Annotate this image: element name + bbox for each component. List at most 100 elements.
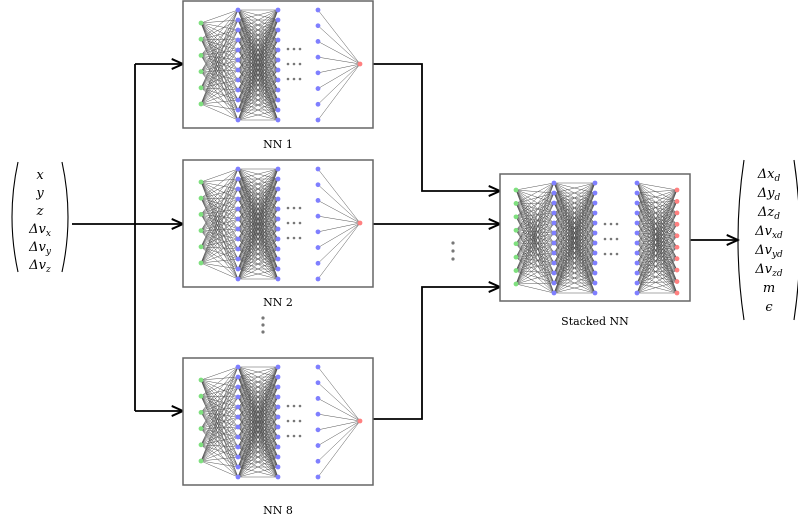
ellipsis-dot [609,237,613,241]
hidden-node [235,236,241,242]
hidden-node [315,213,321,219]
edge [237,109,279,121]
edge [636,212,678,248]
ellipsis-dot [292,221,296,225]
edge [200,426,239,429]
input-node [198,228,204,234]
vector-entry: ϵ [765,300,773,315]
vector-entry: Δvxd [754,224,783,241]
edge [636,242,678,248]
ellipsis-dot [286,419,290,423]
hidden-node [634,250,640,256]
input-node [513,268,519,273]
vector-entry: Δxd [757,167,781,184]
hidden-node [315,380,321,386]
edge [636,201,678,294]
ellipsis-dot [615,252,619,256]
hidden-node [235,196,241,202]
hidden-node [275,97,281,103]
input-node [513,281,519,287]
vertical-ellipsis-nn [261,316,265,334]
edge [200,59,239,105]
edge [553,202,596,294]
edge [515,242,555,271]
hidden-node [634,270,640,276]
edge [515,282,555,285]
edge [200,218,239,247]
edge [200,366,239,462]
hidden-node [592,230,598,236]
edge [200,9,239,40]
hidden-node [592,220,598,226]
nn1-to-stacked-arrow [373,63,500,191]
edge [553,272,596,294]
vector-entry: Δvzd [754,262,782,279]
edge [317,41,361,65]
edge [636,212,678,284]
edge [200,228,239,264]
hidden-node [235,246,241,252]
ellipsis-dot [292,47,296,51]
input-node [198,244,204,250]
vector-entry: Δvy [28,240,52,257]
edge [237,9,279,91]
vector-entry: y [35,186,44,201]
edge [200,29,239,72]
edge [317,215,361,224]
edge [200,386,239,462]
hidden-node [235,97,241,103]
output-node [674,256,680,262]
edge [237,178,279,280]
edge [636,258,678,264]
input-node [198,458,204,464]
edge [317,184,361,224]
edge [200,49,239,72]
hidden-node [275,77,281,83]
hidden-node [275,216,281,222]
edge [200,228,239,248]
edge [200,39,239,72]
edge [200,376,239,462]
edge [237,258,279,280]
edge [200,103,239,121]
edge [237,168,279,230]
edge [200,208,239,231]
hidden-node [275,166,281,172]
hidden-node [315,54,321,60]
edge [200,258,239,264]
hidden-node [235,414,241,420]
hidden-node [315,427,321,433]
hidden-node [275,394,281,400]
hidden-node [275,196,281,202]
hidden-node [592,200,598,206]
edge [515,212,555,218]
edge [636,269,678,274]
edge [636,258,678,274]
hidden-node [235,117,241,123]
edge [317,420,361,431]
output-node [674,210,680,216]
edge [237,168,279,190]
edge [237,69,279,121]
ellipsis-dot [298,236,302,240]
hidden-node [551,250,557,256]
edge [553,252,596,294]
edge [237,446,279,478]
hidden-node [315,182,321,188]
vector-entry: Δvz [28,258,51,275]
input-node [198,393,204,399]
edge [636,235,678,274]
edge [636,258,678,294]
edge [636,202,678,236]
edge [553,182,596,294]
edge [636,262,678,282]
hidden-node [315,276,321,282]
hidden-node [275,434,281,440]
input-node [198,53,204,58]
ellipsis-dot [615,237,619,241]
ellipsis-dot [298,221,302,225]
edge [636,224,678,294]
edge [515,212,555,244]
edge [200,416,239,445]
